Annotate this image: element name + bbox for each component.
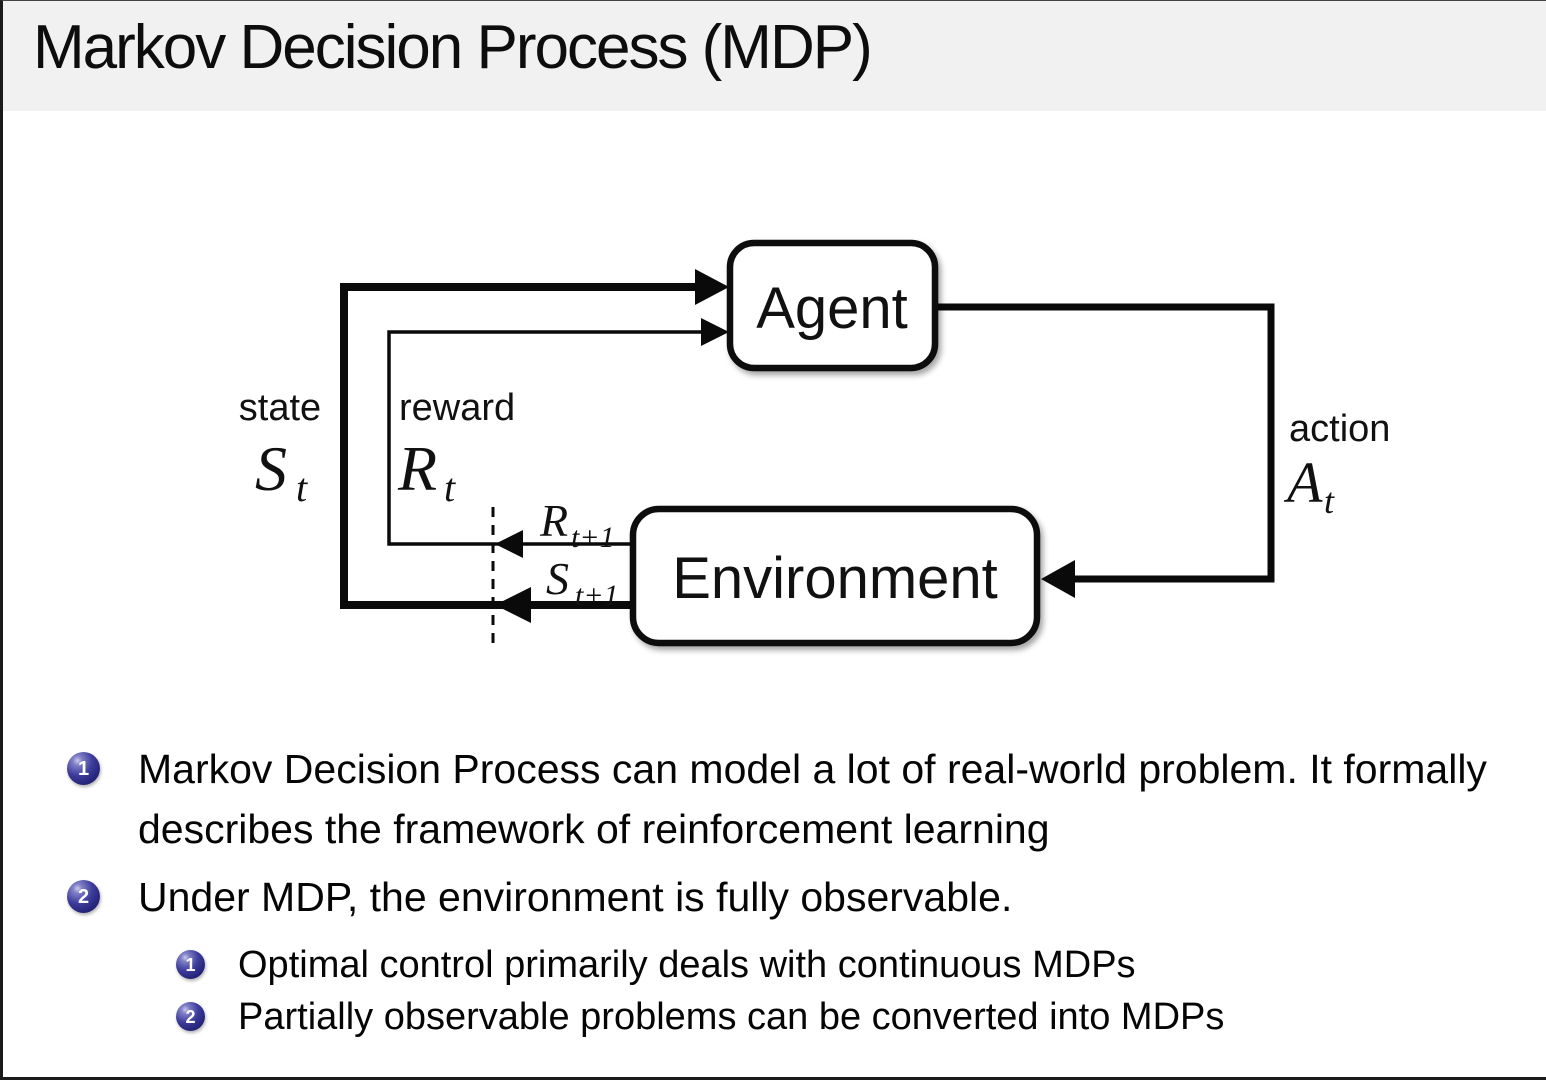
slide-header: Markov Decision Process (MDP) xyxy=(3,1,1546,111)
action-loop-line xyxy=(935,303,1275,583)
environment-label: Environment xyxy=(672,546,998,611)
enum-ball-sub-1: 1 xyxy=(176,950,205,979)
state-to-agent-arrowhead xyxy=(695,269,729,305)
next-state-arrowhead xyxy=(495,587,531,623)
next-reward-subscript: t+1 xyxy=(571,521,615,554)
action-symbol: A xyxy=(1283,450,1323,515)
list-item: 2 Partially observable problems can be c… xyxy=(176,991,1506,1043)
bullet-one-text: Markov Decision Process can model a lot … xyxy=(138,746,1487,852)
enum-ball-number: 2 xyxy=(185,1006,196,1027)
state-word-label: state xyxy=(239,387,321,429)
reward-symbol-subscript: t xyxy=(444,465,456,510)
agent-environment-diagram: Agent Environment state S t reward R t R… xyxy=(239,239,1390,650)
environment-box xyxy=(629,505,1041,647)
action-to-environment-arrowhead xyxy=(1041,560,1075,598)
next-reward-arrowhead xyxy=(495,530,523,558)
reward-symbol: R xyxy=(397,433,437,504)
list-item: 1 Optimal control primarily deals with c… xyxy=(176,939,1506,991)
enum-ball-sub-2: 2 xyxy=(176,1002,205,1031)
list-item: 2 Under MDP, the environment is fully ob… xyxy=(67,867,1503,927)
enum-ball-1: 1 xyxy=(67,752,100,785)
sub-bullet-two-text: Partially observable problems can be con… xyxy=(238,996,1225,1038)
reward-to-agent-arrowhead xyxy=(701,318,729,346)
next-state-symbol: S xyxy=(546,553,569,604)
state-symbol-subscript: t xyxy=(296,465,308,510)
next-reward-symbol: R xyxy=(539,495,568,546)
next-state-subscript: t+1 xyxy=(575,579,619,612)
enum-ball-number: 2 xyxy=(77,885,90,908)
slide-title: Markov Decision Process (MDP) xyxy=(33,13,873,82)
reward-word-label: reward xyxy=(399,387,515,429)
list-item: 1 Markov Decision Process can model a lo… xyxy=(67,739,1503,859)
action-symbol-subscript: t xyxy=(1324,481,1335,521)
enum-ball-number: 1 xyxy=(185,954,196,975)
enum-ball-2: 2 xyxy=(67,880,100,913)
enum-ball-number: 1 xyxy=(77,757,90,780)
state-loop-line xyxy=(340,283,701,609)
bullet-two-text: Under MDP, the environment is fully obse… xyxy=(138,874,1013,920)
sub-bullet-one-text: Optimal control primarily deals with con… xyxy=(238,944,1136,986)
agent-box xyxy=(726,239,939,372)
state-symbol: S xyxy=(255,433,287,504)
action-word-label: action xyxy=(1289,408,1390,450)
bullet-list: 1 Markov Decision Process can model a lo… xyxy=(3,1,1546,1077)
agent-label: Agent xyxy=(756,276,908,341)
